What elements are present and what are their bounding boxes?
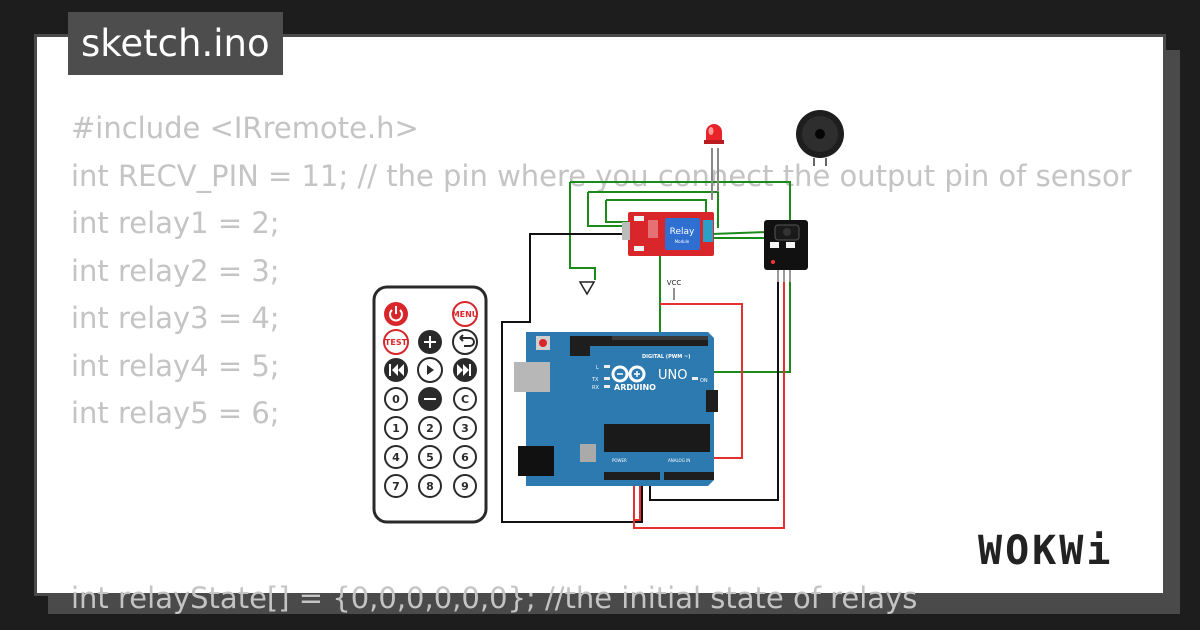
wokwi-logo: WOKWi xyxy=(978,528,1114,574)
tx-label: TX xyxy=(591,377,599,383)
digit-label: 4 xyxy=(392,451,400,464)
remote-digit-1[interactable]: 1 xyxy=(384,416,408,440)
code-preview-card: #include <IRremote.h> int RECV_PIN = 11;… xyxy=(34,34,1166,615)
remote-digit-5[interactable]: 5 xyxy=(418,445,442,469)
digit-label: 8 xyxy=(426,480,434,493)
arduino-model: UNO xyxy=(658,368,687,383)
vcc-label: VCC xyxy=(667,279,682,287)
arduino-brand: ARDUINO xyxy=(614,383,656,392)
file-tab[interactable]: sketch.ino xyxy=(68,12,283,75)
analog-header-label: ANALOG IN xyxy=(668,458,690,463)
ground-symbol xyxy=(578,281,596,296)
code-line: int relay4 = 5; xyxy=(71,348,280,383)
rewind-button[interactable] xyxy=(384,358,408,382)
menu-button[interactable]: MENU xyxy=(452,301,479,327)
code-line: int relay3 = 4; xyxy=(71,301,280,335)
ir-remote[interactable]: MENU TEST 0 xyxy=(372,285,488,524)
remote-digit-2[interactable]: 2 xyxy=(418,416,442,440)
play-button[interactable] xyxy=(417,357,443,383)
power-button[interactable] xyxy=(384,302,408,326)
ir-receiver-module[interactable] xyxy=(764,220,808,282)
l-led-label: L xyxy=(596,365,599,371)
buzzer[interactable] xyxy=(796,110,844,166)
digit-label: 1 xyxy=(392,422,400,435)
code-view: #include <IRremote.h> int RECV_PIN = 11;… xyxy=(71,105,1135,615)
reset-button[interactable] xyxy=(539,339,547,347)
code-line: #include <IRremote.h> xyxy=(71,111,419,145)
remote-digit-3[interactable]: 3 xyxy=(453,416,477,440)
rx-label: RX xyxy=(592,385,599,391)
digit-label: 6 xyxy=(461,451,469,464)
c-label: C xyxy=(461,393,469,406)
digit-label: 2 xyxy=(426,422,434,435)
remote-digit-0[interactable]: 0 xyxy=(384,387,408,411)
clear-button[interactable]: C xyxy=(453,387,477,411)
digit-label: 0 xyxy=(392,393,400,406)
digit-label: 5 xyxy=(426,451,434,464)
arduino-logo xyxy=(611,365,646,383)
wires xyxy=(501,148,791,529)
remote-digit-9[interactable]: 9 xyxy=(453,474,477,498)
minus-button[interactable] xyxy=(418,387,442,411)
relay-label: Relay xyxy=(670,227,695,237)
code-line: int relay1 = 2; xyxy=(71,206,280,240)
test-label: TEST xyxy=(385,338,408,347)
fast-forward-button[interactable] xyxy=(453,358,477,382)
code-line: int RECV_PIN = 11; // the pin where you … xyxy=(71,158,1132,193)
remote-digit-8[interactable]: 8 xyxy=(418,474,442,498)
arduino-uno[interactable]: DIGITAL (PWM ~) L TX RX ARDUINO UNO ON P… xyxy=(514,332,718,486)
code-line: int relay5 = 6; xyxy=(71,396,280,430)
power-header-label: POWER xyxy=(612,458,627,463)
digit-label: 9 xyxy=(461,480,469,493)
back-button[interactable] xyxy=(452,329,478,355)
digit-label: 3 xyxy=(461,422,469,435)
remote-digit-6[interactable]: 6 xyxy=(453,445,477,469)
plus-button[interactable] xyxy=(418,330,442,354)
on-label: ON xyxy=(700,378,708,384)
red-led[interactable] xyxy=(704,124,724,144)
digit-label: 7 xyxy=(392,480,400,493)
remote-digit-4[interactable]: 4 xyxy=(384,445,408,469)
code-line: int relayState[] = {0,0,0,0,0,0}; //the … xyxy=(71,581,918,615)
code-line: int relay2 = 3; xyxy=(71,253,280,288)
test-button[interactable]: TEST xyxy=(383,329,409,355)
digital-label: DIGITAL (PWM ~) xyxy=(642,354,690,360)
menu-label: MENU xyxy=(452,310,479,319)
relay-module[interactable]: Relay Module xyxy=(622,212,714,256)
remote-digit-7[interactable]: 7 xyxy=(384,474,408,498)
relay-sublabel: Module xyxy=(675,239,690,244)
